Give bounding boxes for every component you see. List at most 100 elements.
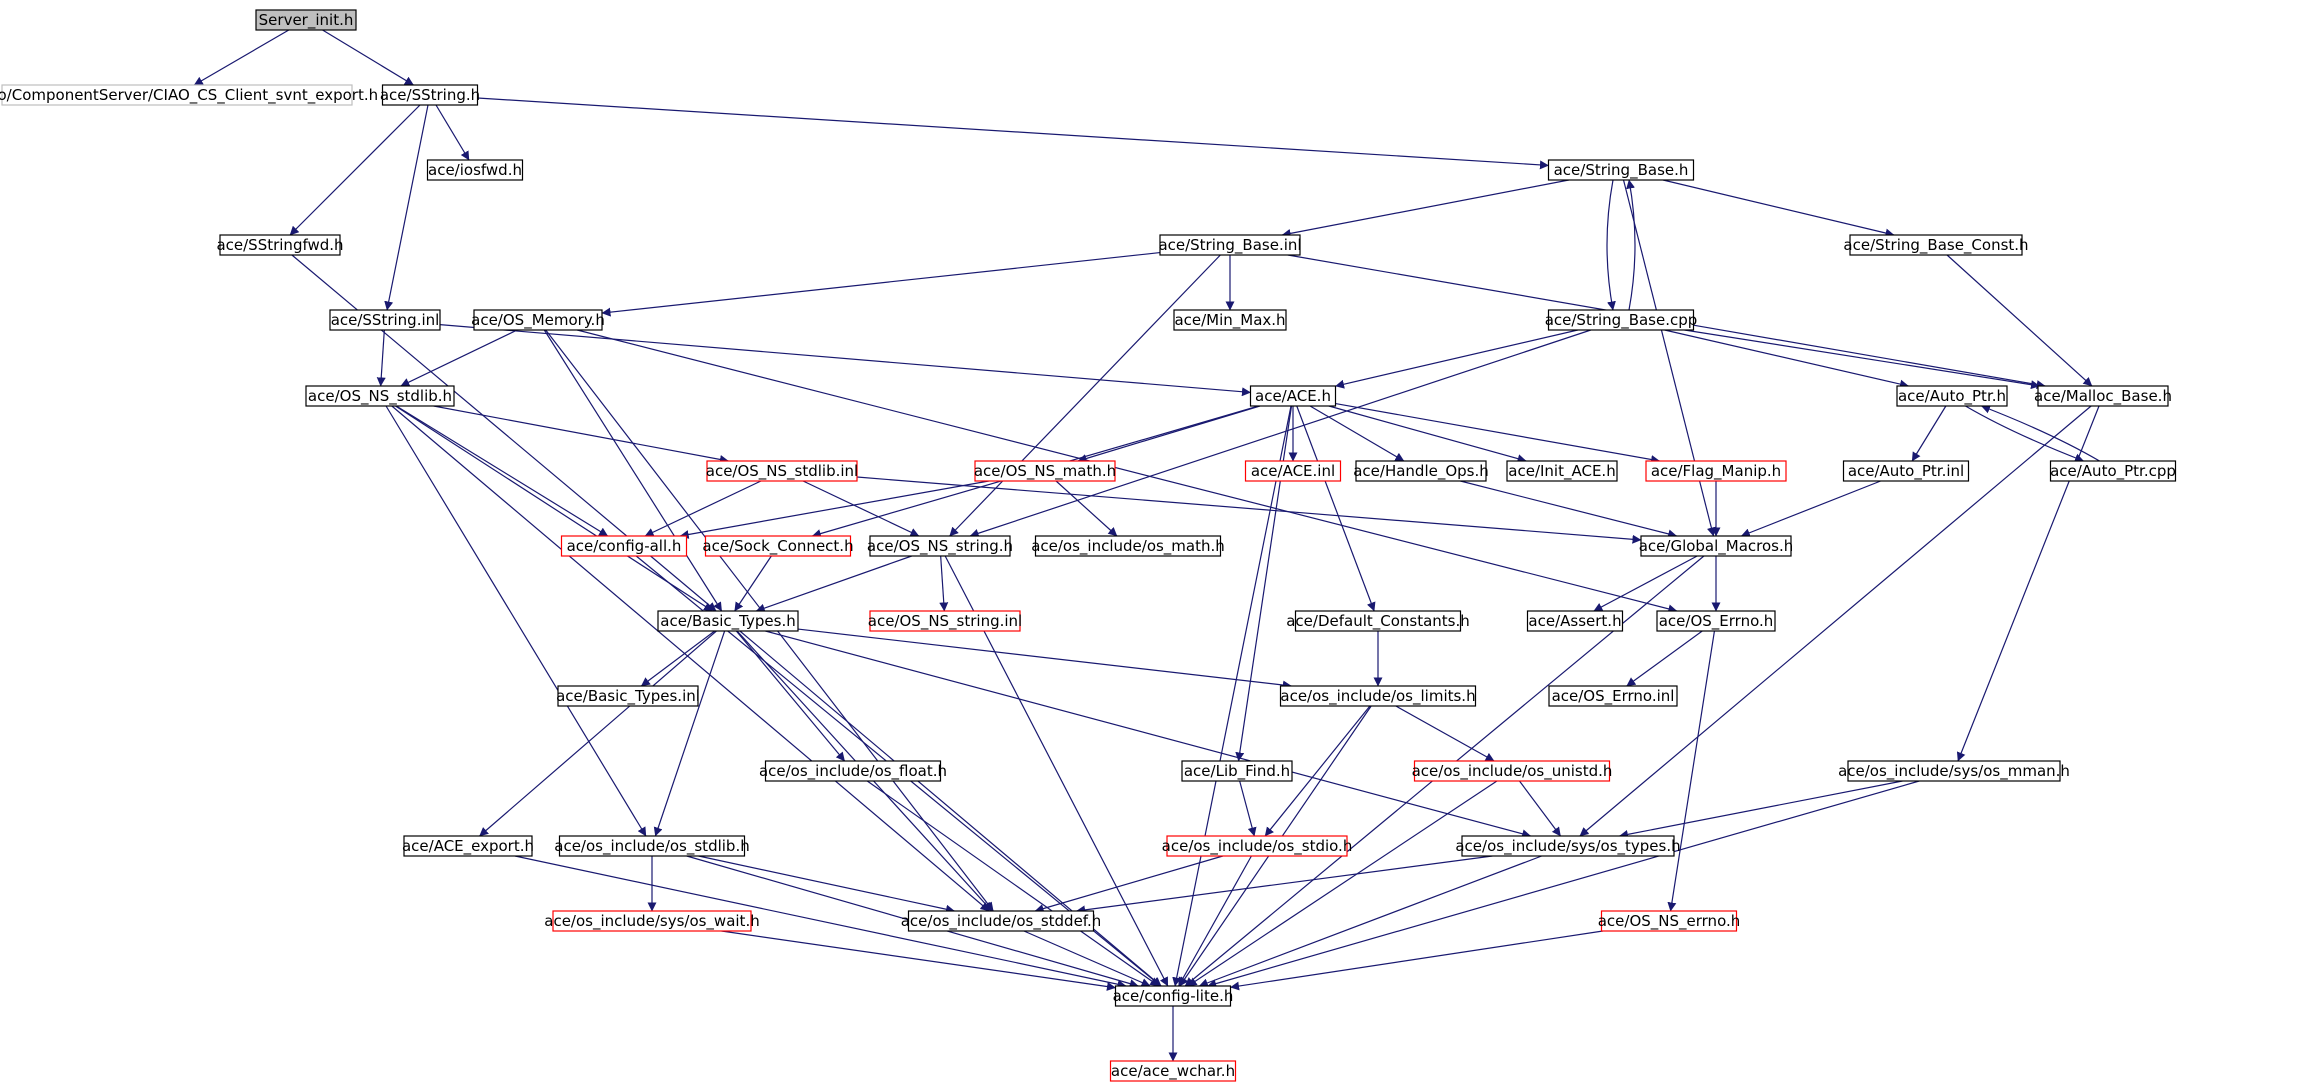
node-config_lite[interactable]: ace/config-lite.h (1113, 985, 1234, 1007)
edge-ace_h-to-handle_ops (1309, 405, 1405, 462)
node-label: ace/String_Base.cpp (1545, 311, 1698, 330)
edge-server_init-to-sstring_h (322, 29, 414, 86)
node-box (1249, 385, 1337, 407)
node-iosfwd[interactable]: ace/iosfwd.h (426, 159, 524, 181)
node-auto_ptr_inl[interactable]: ace/Auto_Ptr.inl (1842, 460, 1970, 482)
edge-os_ns_stdlib_h-to-os_stddef (391, 405, 990, 912)
node-ace_inl[interactable]: ace/ACE.inl (1244, 460, 1342, 482)
node-os_ns_stdlib_h[interactable]: ace/OS_NS_stdlib.h (305, 385, 455, 407)
node-os_errno_inl[interactable]: ace/OS_Errno.inl (1548, 685, 1678, 707)
edge-string_base_cpp-to-string_base_h (1626, 179, 1636, 311)
node-server_init[interactable]: Server_init.h (255, 9, 357, 31)
node-string_base_h[interactable]: ace/String_Base.h (1547, 159, 1695, 181)
node-box (657, 610, 799, 632)
node-os_mman[interactable]: ace/os_include/sys/os_mman.h (1838, 760, 2070, 782)
node-init_ace[interactable]: ace/Init_ACE.h (1506, 460, 1618, 482)
node-os_ns_string_inl[interactable]: ace/OS_NS_string.inl (868, 610, 1022, 632)
node-string_base_inl[interactable]: ace/String_Base.inl (1158, 234, 1302, 256)
node-os_ns_stdlib_inl[interactable]: ace/OS_NS_stdlib.inl (706, 460, 858, 482)
node-sstringfwd[interactable]: ace/SStringfwd.h (216, 234, 344, 256)
node-os_memory[interactable]: ace/OS_Memory.h (471, 309, 605, 331)
node-label: ace/SString.inl (331, 311, 440, 329)
edge-auto_ptr_cpp-to-auto_ptr_h (1981, 404, 2100, 462)
edge-sock_connect-to-basic_types_h (734, 555, 772, 612)
node-ace_wchar[interactable]: ace/ace_wchar.h (1109, 1060, 1237, 1082)
node-malloc_base[interactable]: ace/Malloc_Base.h (2034, 385, 2172, 407)
node-sstring_inl[interactable]: ace/SString.inl (329, 309, 441, 331)
node-basic_types_inl[interactable]: ace/Basic_Types.inl (556, 685, 700, 707)
node-os_stdio[interactable]: ace/os_include/os_stdio.h (1162, 835, 1353, 857)
node-box (1413, 760, 1611, 782)
node-os_ns_errno[interactable]: ace/OS_NS_errno.h (1598, 910, 1741, 932)
node-basic_types_h[interactable]: ace/Basic_Types.h (657, 610, 799, 632)
node-box (869, 535, 1011, 557)
node-ciao_export[interactable]: ciao/ComponentServer/CIAO_CS_Client_svnt… (0, 84, 378, 106)
edge-os_mman-to-config_lite (1207, 780, 1920, 988)
node-sstring_h[interactable]: ace/SString.h (380, 84, 480, 106)
edge-basic_types_h-to-config_lite (739, 630, 1162, 987)
node-os_errno_h[interactable]: ace/OS_Errno.h (1656, 610, 1776, 632)
node-box (473, 309, 603, 331)
edge-os_stdlib-to-os_stddef (698, 855, 955, 914)
node-os_types[interactable]: ace/os_include/sys/os_types.h (1455, 835, 1681, 857)
node-os_math[interactable]: ace/os_include/os_math.h (1031, 535, 1225, 557)
node-label: ace/ace_wchar.h (1111, 1062, 1235, 1081)
edge-os_stddef-to-config_lite (1023, 930, 1151, 987)
node-default_constants[interactable]: ace/Default_Constants.h (1286, 610, 1470, 632)
node-os_unistd[interactable]: ace/os_include/os_unistd.h (1412, 760, 1613, 782)
node-os_ns_math[interactable]: ace/OS_NS_math.h (974, 460, 1116, 482)
node-lib_find[interactable]: ace/Lib_Find.h (1181, 760, 1293, 782)
edge-auto_ptr_h-to-auto_ptr_inl (1911, 405, 1947, 462)
edge-basic_types_h-to-ace_export (479, 630, 717, 837)
edge-ace_export-to-config_lite (514, 855, 1127, 989)
edge-os_ns_stdlib_h-to-os_stdlib (385, 405, 647, 837)
node-os_limits[interactable]: ace/os_include/os_limits.h (1279, 685, 1477, 707)
node-label: ace/OS_NS_errno.h (1598, 912, 1741, 931)
node-min_max[interactable]: ace/Min_Max.h (1173, 309, 1287, 331)
node-config_all[interactable]: ace/config-all.h (560, 535, 688, 557)
node-ace_h[interactable]: ace/ACE.h (1249, 385, 1337, 407)
node-string_base_cpp[interactable]: ace/String_Base.cpp (1545, 309, 1698, 331)
node-os_wait[interactable]: ace/os_include/sys/os_wait.h (544, 910, 760, 932)
node-box (1181, 760, 1293, 782)
node-assert_h[interactable]: ace/Assert.h (1526, 610, 1624, 632)
node-label: ace/SStringfwd.h (216, 236, 343, 254)
node-label: ace/Lib_Find.h (1184, 762, 1290, 781)
node-os_float[interactable]: ace/os_include/os_float.h (759, 760, 947, 782)
edge-sstring_h-to-iosfwd (435, 104, 470, 161)
node-sock_connect[interactable]: ace/Sock_Connect.h (702, 535, 854, 557)
node-box (557, 685, 699, 707)
node-os_stdlib[interactable]: ace/os_include/os_stdlib.h (554, 835, 750, 857)
node-string_base_const[interactable]: ace/String_Base_Const.h (1843, 234, 2029, 256)
node-auto_ptr_h[interactable]: ace/Auto_Ptr.h (1896, 385, 2008, 407)
edge-auto_ptr_h-to-auto_ptr_cpp (1965, 405, 2084, 463)
edge-string_base_h-to-string_base_const (1662, 179, 1895, 238)
node-box (1849, 234, 2023, 256)
nodes-layer: Server_init.h ciao/ComponentServer/CIAO_C… (0, 9, 2177, 1082)
edge-auto_ptr_inl-to-global_macros (1740, 480, 1881, 538)
node-auto_ptr_cpp[interactable]: ace/Auto_Ptr.cpp (2049, 460, 2177, 482)
node-label: ace/Malloc_Base.h (2034, 387, 2172, 406)
edge-ace_h-to-init_ace (1328, 405, 1527, 464)
node-label: ace/Flag_Manip.h (1651, 462, 1781, 481)
node-global_macros[interactable]: ace/Global_Macros.h (1639, 535, 1794, 557)
edge-os_types-to-config_lite (1198, 855, 1542, 988)
node-box (2049, 460, 2177, 482)
edge-string_base_h-to-global_macros (1622, 179, 1716, 537)
edge-basic_types_h-to-basic_types_inl (640, 630, 716, 687)
node-handle_ops[interactable]: ace/Handle_Ops.h (1353, 460, 1489, 482)
edge-os_ns_stdlib_inl-to-config_all (644, 480, 762, 537)
node-label: ace/Basic_Types.h (660, 612, 795, 631)
node-os_ns_string_h[interactable]: ace/OS_NS_string.h (867, 535, 1013, 557)
node-box (552, 910, 752, 932)
node-box (381, 84, 479, 106)
edge-os_unistd-to-os_types (1518, 780, 1562, 837)
edge-string_base_cpp-to-auto_ptr_h (1664, 329, 1909, 389)
node-label: ace/Min_Max.h (1174, 311, 1285, 330)
node-flag_manip[interactable]: ace/Flag_Manip.h (1645, 460, 1787, 482)
node-os_stddef[interactable]: ace/os_include/os_stddef.h (901, 910, 1102, 932)
node-ace_export[interactable]: ace/ACE_export.h (402, 835, 534, 857)
edge-os_ns_stdlib_inl-to-os_ns_string_h (802, 480, 920, 537)
node-label: ace/os_include/sys/os_mman.h (1838, 762, 2070, 781)
